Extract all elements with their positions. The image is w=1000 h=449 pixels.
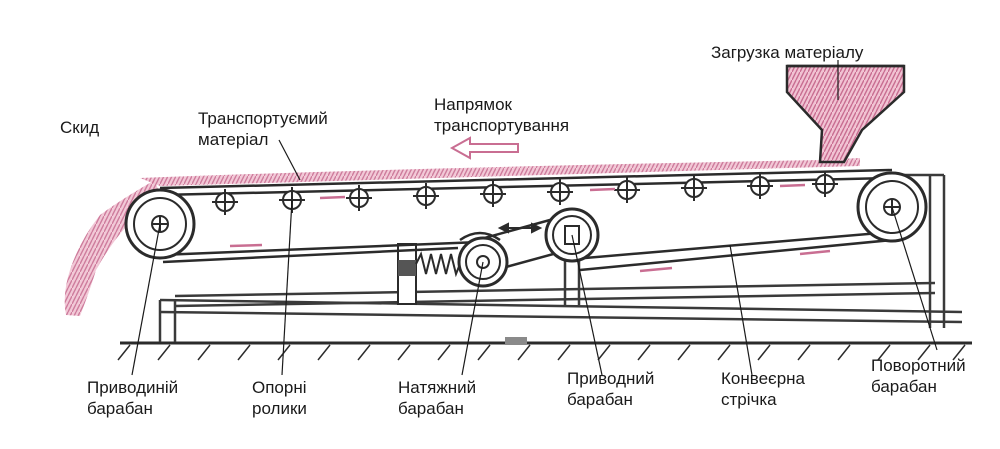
loading-hopper	[785, 64, 906, 164]
tension-arrow	[497, 222, 543, 234]
label-line: барабан	[87, 399, 153, 418]
support-roller	[413, 183, 439, 209]
label-line: Напрямок	[434, 95, 512, 114]
label-line: матеріал	[198, 130, 269, 149]
label-support-rollers: Опорні ролики	[252, 377, 307, 419]
ground	[117, 337, 972, 361]
label-line: транспортування	[434, 116, 570, 135]
support-roller	[681, 175, 707, 201]
label-drive-drum-left: Приводиній барабан	[87, 377, 178, 419]
direction-arrow-icon	[449, 136, 519, 160]
label-direction: Напрямок транспортування	[434, 94, 569, 136]
label-line: Натяжний	[398, 378, 477, 397]
label-line: барабан	[871, 377, 937, 396]
label-loading: Загрузка матеріалу	[711, 43, 864, 62]
label-line: стрічка	[721, 390, 777, 409]
label-line: Приводиній	[87, 378, 179, 397]
label-transported-material: Транспортуємий матеріал	[198, 108, 328, 150]
label-line: Приводний	[567, 369, 655, 388]
support-roller	[614, 177, 640, 203]
label-line: ролики	[252, 399, 307, 418]
leader-lines	[131, 60, 938, 376]
label-skid: Скид	[60, 118, 100, 137]
label-line: Конвеєрна	[721, 369, 806, 388]
label-conveyor-belt: Конвеєрна стрічка	[721, 368, 805, 410]
label-line: барабан	[567, 390, 633, 409]
support-roller	[747, 173, 773, 199]
frame	[158, 173, 963, 342]
support-roller	[212, 189, 238, 215]
support-roller	[480, 181, 506, 207]
support-roller	[346, 185, 372, 211]
label-line: Поворотний	[871, 356, 966, 375]
label-drive-drum-middle: Приводний барабан	[567, 368, 654, 410]
motion-arrows	[229, 183, 831, 273]
label-line: Опорні	[252, 378, 307, 397]
label-line: Транспортуємий	[198, 109, 328, 128]
support-roller	[547, 179, 573, 205]
label-tension-drum: Натяжний барабан	[398, 377, 476, 419]
support-roller	[812, 171, 838, 197]
support-rollers	[212, 171, 838, 215]
label-return-drum: Поворотний барабан	[871, 355, 966, 397]
label-line: барабан	[398, 399, 464, 418]
tension-spring-assembly	[397, 243, 461, 305]
